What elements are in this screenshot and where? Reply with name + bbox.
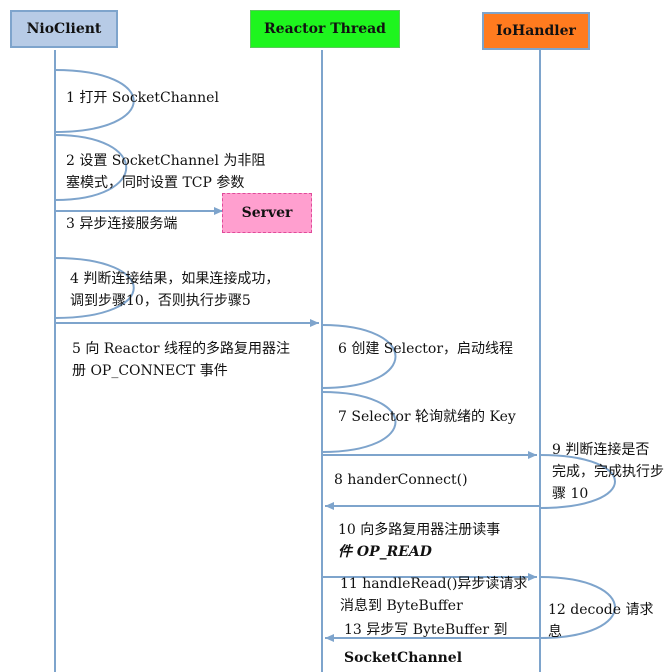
step-12-label-line2: 息 bbox=[548, 624, 562, 640]
server-box: Server bbox=[222, 193, 312, 233]
step-9-label-line3: 骤 10 bbox=[552, 486, 589, 502]
step-10-label-line2: 件 OP_READ bbox=[338, 544, 432, 560]
step-4-label-line2: 调到步骤10，否则执行步骤5 bbox=[70, 293, 251, 309]
actor-iohandler: IoHandler bbox=[482, 12, 590, 50]
loop-step-9 bbox=[539, 454, 616, 509]
step-2-label-line1: 2 设置 SocketChannel 为非阻 bbox=[66, 153, 266, 169]
step-2-label-line2: 塞模式，同时设置 TCP 参数 bbox=[66, 175, 245, 191]
loop-step-1 bbox=[54, 69, 135, 133]
step-10-label-line1: 10 向多路复用器注册读事 bbox=[338, 522, 501, 538]
step-13-label-line2: SocketChannel bbox=[344, 650, 463, 666]
step-9-label-line2: 完成，完成执行步 bbox=[552, 464, 664, 480]
step-11-label-line2: 消息到 ByteBuffer bbox=[340, 598, 463, 614]
loop-step-4 bbox=[54, 257, 135, 319]
step-8-label: 8 handerConnect() bbox=[334, 472, 468, 488]
step-13-label-line1: 13 异步写 ByteBuffer 到 bbox=[344, 622, 508, 638]
step-12-label-line1: 12 decode 请求 bbox=[548, 602, 654, 618]
step-5-label-line1: 5 向 Reactor 线程的多路复用器注 bbox=[72, 341, 291, 357]
sequence-diagram: NioClient Reactor Thread IoHandler Serve… bbox=[10, 10, 664, 672]
step-4-label-line1: 4 判断连接结果，如果连接成功， bbox=[70, 271, 280, 287]
step-5-label-line2: 册 OP_CONNECT 事件 bbox=[72, 363, 228, 379]
loop-step-6 bbox=[321, 324, 397, 389]
loop-step-12 bbox=[539, 576, 616, 639]
step-7-label: 7 Selector 轮询就绪的 Key bbox=[338, 409, 516, 425]
loop-step-7 bbox=[321, 391, 397, 453]
diagram-lines bbox=[54, 50, 616, 672]
step-3-label: 3 异步连接服务端 bbox=[66, 216, 178, 232]
step-9-label-line1: 9 判断连接是否 bbox=[552, 442, 650, 458]
loop-step-2 bbox=[54, 134, 128, 201]
actor-nioclient: NioClient bbox=[10, 10, 118, 48]
step-1-label: 1 打开 SocketChannel bbox=[66, 90, 219, 106]
step-11-label-line1: 11 handleRead()异步读请求 bbox=[340, 576, 528, 592]
step-6-label: 6 创建 Selector，启动线程 bbox=[338, 341, 514, 357]
actor-reactor-thread: Reactor Thread bbox=[250, 10, 400, 48]
